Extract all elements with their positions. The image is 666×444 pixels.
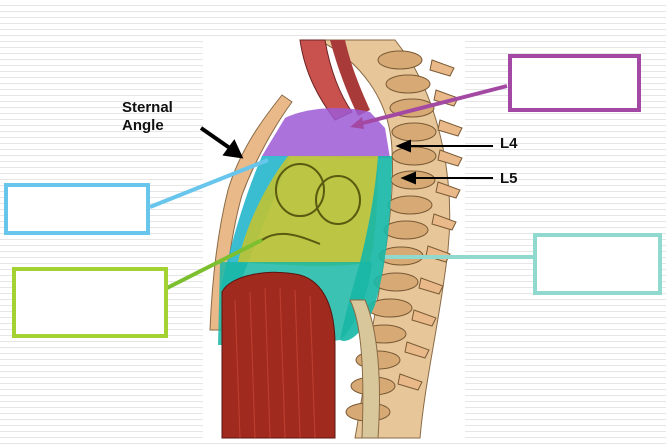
sternal-angle-label: Sternal Angle	[122, 99, 173, 135]
l5-arrow	[400, 171, 493, 185]
anterior-mediastinum-box[interactable]	[4, 183, 150, 235]
middle-pointer-line	[166, 238, 263, 290]
superior-mediastinum-box[interactable]	[508, 54, 641, 112]
anterior-pointer-line	[149, 158, 269, 209]
l5-label: L5	[500, 170, 518, 187]
superior-pointer-line	[354, 84, 508, 127]
esophagus	[330, 40, 370, 116]
middle-mediastinum-region	[238, 156, 378, 266]
superior-pointer-head	[350, 117, 364, 129]
sternal-angle-line2: Angle	[122, 117, 164, 134]
sternal-angle-arrow	[199, 126, 244, 159]
middle-mediastinum-box[interactable]	[12, 267, 168, 338]
l4-arrow	[395, 139, 493, 153]
heart-chambers	[261, 163, 361, 245]
sternal-angle-line1: Sternal	[122, 99, 173, 116]
l4-label: L4	[500, 135, 518, 152]
posterior-mediastinum-box[interactable]	[533, 233, 662, 295]
aorta-descending	[349, 299, 380, 439]
